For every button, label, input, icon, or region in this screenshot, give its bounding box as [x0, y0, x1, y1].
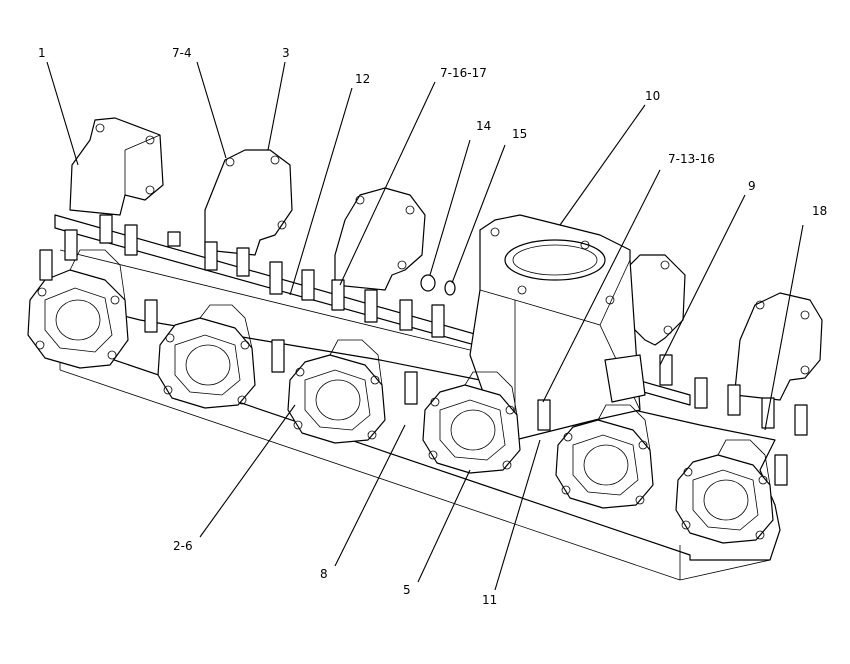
callout-7-16-17: 7-16-17 — [440, 66, 487, 80]
callout-11: 11 — [482, 593, 497, 607]
front-port-5 — [555, 404, 654, 509]
rear-elbow-4 — [624, 254, 686, 346]
leader-lines — [46, 61, 804, 591]
rear-elbow-1 — [69, 117, 164, 216]
callout-7-13-16: 7-13-16 — [668, 152, 715, 166]
studs — [39, 214, 808, 486]
front-port-4 — [422, 371, 521, 474]
rear-elbow-5 — [734, 292, 823, 401]
callout-7-4: 7-4 — [172, 46, 192, 60]
callout-9: 9 — [748, 179, 756, 193]
callout-12: 12 — [355, 72, 370, 86]
callout-2-6: 2-6 — [173, 539, 193, 553]
callout-18: 18 — [812, 204, 827, 218]
callout-labels: 1 7-4 3 12 7-16-17 14 15 10 7-13-16 9 18… — [38, 46, 827, 607]
callout-10: 10 — [645, 89, 660, 103]
center-riser — [469, 214, 646, 441]
front-port-3 — [287, 339, 386, 444]
callout-15: 15 — [512, 127, 527, 141]
callout-1: 1 — [38, 46, 46, 60]
front-port-2 — [157, 304, 256, 409]
rear-elbow-2 — [204, 149, 293, 256]
plug-fitting — [420, 274, 456, 296]
callout-14: 14 — [476, 119, 491, 133]
rear-elbow-3 — [334, 187, 426, 291]
callout-5: 5 — [403, 583, 411, 597]
front-port-1 — [27, 249, 129, 369]
callout-3: 3 — [282, 46, 290, 60]
front-port-6 — [675, 439, 774, 544]
callout-8: 8 — [320, 567, 328, 581]
